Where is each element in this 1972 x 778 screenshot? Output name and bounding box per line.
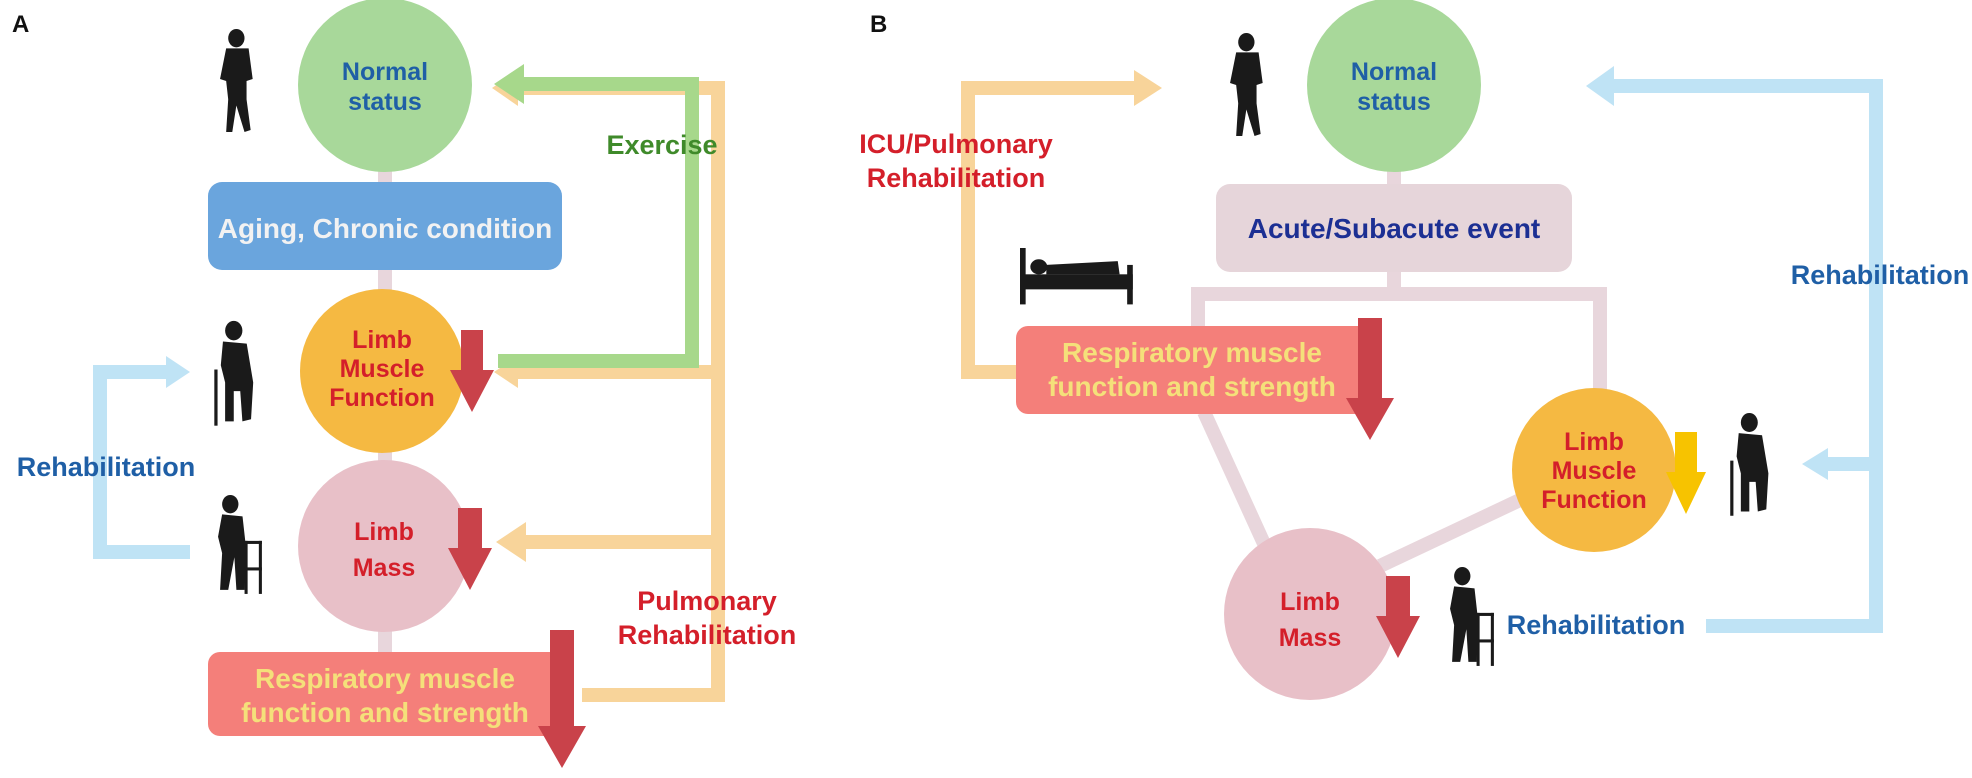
panel-b-respiratory-text-line-1: Respiratory muscle — [1062, 337, 1322, 368]
panel-a-aging-text: Aging, Chronic condition — [218, 213, 552, 244]
panel-a-limb-muscle-function-text-line-1: Limb — [352, 326, 412, 354]
panel-a-exercise-label: Exercise — [606, 130, 717, 160]
panel-a-respiratory-box — [208, 652, 562, 736]
panel-b-normal-status-text-line-1: Normal — [1351, 58, 1437, 86]
panel-b-walker-person-icon — [1450, 566, 1494, 666]
panel-b-rehabilitation-bottom-label: Rehabilitation — [1507, 610, 1686, 640]
panel-a-limb-muscle-function-node — [300, 289, 464, 453]
panel-b-limb-muscle-function-text-line-1: Limb — [1564, 428, 1624, 456]
panel-b-connector-acute-limb-function — [1394, 287, 1607, 392]
panel-a-limb-function-decline-arrow — [450, 330, 494, 412]
panel-a-respiratory-text-line-1: Respiratory muscle — [255, 663, 515, 694]
panel-a-cane-person-icon — [214, 320, 254, 426]
panel-b-normal-status-text-line-2: status — [1357, 88, 1431, 116]
panel-b-limb-mass-text-line-1: Limb — [1280, 588, 1340, 616]
panel-b-limb-mass-decline-arrow — [1376, 576, 1420, 658]
panel-a-pulmonary-rehab-label-line-1: Pulmonary — [637, 586, 777, 616]
panel-a-limb-mass-node — [298, 460, 470, 632]
panel-b-walking-person-icon — [1230, 32, 1263, 137]
panel-a-limb-muscle-function-text-line-2: Muscle — [340, 355, 425, 383]
panel-b-rehab-arrow-branch-head — [1802, 448, 1828, 480]
panel-a-rehabilitation-label: Rehabilitation — [17, 452, 196, 482]
panel-b-limb-function-decline-arrow — [1666, 432, 1706, 514]
panel-b-cane-person-icon — [1730, 412, 1769, 516]
panel-a-pulmonary-rehab-label-line-2: Rehabilitation — [618, 620, 797, 650]
panel-a-limb-mass-decline-arrow — [448, 508, 492, 590]
panel-b-limb-muscle-function-text-line-3: Function — [1541, 486, 1647, 514]
panel-a-rehab-arrow-head — [166, 356, 190, 388]
panel-b-limb-mass-node — [1224, 528, 1396, 700]
panel-b-connector-respiratory-limb-mass — [1197, 409, 1273, 551]
panel-b-rehabilitation-right-label: Rehabilitation — [1791, 260, 1970, 290]
panel-b-limb-muscle-function-node — [1512, 388, 1676, 552]
panel-b-respiratory-decline-arrow — [1346, 318, 1394, 440]
panel-a-limb-muscle-function-text-line-3: Function — [329, 384, 435, 412]
panel-b-acute-text: Acute/Subacute event — [1248, 213, 1541, 244]
panel-b-label: B — [870, 11, 887, 38]
panel-b-rehab-arrow-main — [1614, 79, 1883, 633]
panel-a-limb-mass-text-line-2: Mass — [353, 554, 416, 582]
panel-b-connector-acute-respiratory — [1191, 268, 1401, 338]
panel-a-walker-person-icon — [218, 494, 262, 594]
panel-b-icu-label-line-1: ICU/Pulmonary — [859, 129, 1053, 159]
panel-a-exercise-arrow — [498, 77, 699, 368]
panel-a-exercise-arrow-head — [494, 64, 524, 104]
panel-b-rehab-arrow-main-head — [1586, 66, 1614, 106]
panel-a-normal-status-text-line-1: Normal — [342, 58, 428, 86]
panel-a-normal-status-text-line-2: status — [348, 88, 422, 116]
panel-b-icu-label-line-2: Rehabilitation — [867, 163, 1046, 193]
panel-b-acute-box — [1216, 184, 1572, 272]
panel-b-respiratory-text-line-2: function and strength — [1048, 371, 1336, 402]
panel-a-walking-person-icon — [220, 28, 253, 133]
panel-a-limb-mass-text-line-1: Limb — [354, 518, 414, 546]
panel-b-normal-status-node — [1307, 0, 1481, 172]
panel-a-respiratory-text-line-2: function and strength — [241, 697, 529, 728]
panel-a-respiratory-decline-arrow — [538, 630, 586, 768]
panel-b-icu-arrow — [961, 81, 1134, 379]
panel-a-label: A — [12, 11, 29, 38]
panel-b-respiratory-box — [1016, 326, 1374, 414]
panel-a-rehab-arrow — [93, 365, 190, 559]
panel-a-pulmonary-arrow-head-limb-mass — [496, 522, 526, 562]
panel-b-limb-muscle-function-text-line-2: Muscle — [1552, 457, 1637, 485]
panel-a-aging-box — [208, 182, 562, 270]
panel-b-limb-mass-text-line-2: Mass — [1279, 624, 1342, 652]
panel-b-icu-arrow-head — [1134, 70, 1162, 106]
panel-a-normal-status-node — [298, 0, 472, 172]
panel-b-bed-person-icon — [1020, 248, 1133, 305]
panel-b-connector-limb-mass-limb-function — [1377, 493, 1523, 573]
